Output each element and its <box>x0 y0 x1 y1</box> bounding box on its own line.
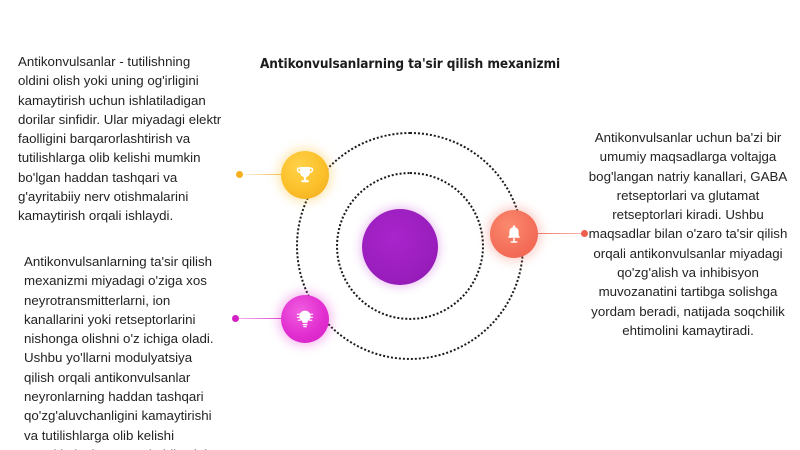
node-badge-bell <box>490 210 538 258</box>
page-title: Antikonvulsanlarning ta'sir qilish mexan… <box>260 56 561 72</box>
description-paragraph-mechanism: Antikonvulsanlarning ta'sir qilish mexan… <box>24 254 219 450</box>
orbit-ring-outer <box>296 132 524 360</box>
connector-dot-lightbulb <box>232 315 239 322</box>
description-paragraph-intro: Antikonvulsanlar - tutilishning oldini o… <box>18 54 222 224</box>
node-badge-lightbulb <box>281 295 329 343</box>
description-paragraph-targets: Antikonvulsanlar uchun ba'zi bir umumiy … <box>588 130 788 338</box>
connector-line-trophy <box>243 174 285 176</box>
lightbulb-icon <box>293 307 317 331</box>
connector-dot-trophy <box>236 171 243 178</box>
connector-line-lightbulb <box>239 318 285 320</box>
trophy-icon <box>293 163 317 187</box>
bell-icon <box>502 222 526 246</box>
connector-dot-bell <box>581 230 588 237</box>
node-badge-trophy <box>281 151 329 199</box>
orbit-ring-inner <box>336 172 484 320</box>
connector-line-bell <box>535 233 583 235</box>
central-core-circle <box>362 209 438 285</box>
